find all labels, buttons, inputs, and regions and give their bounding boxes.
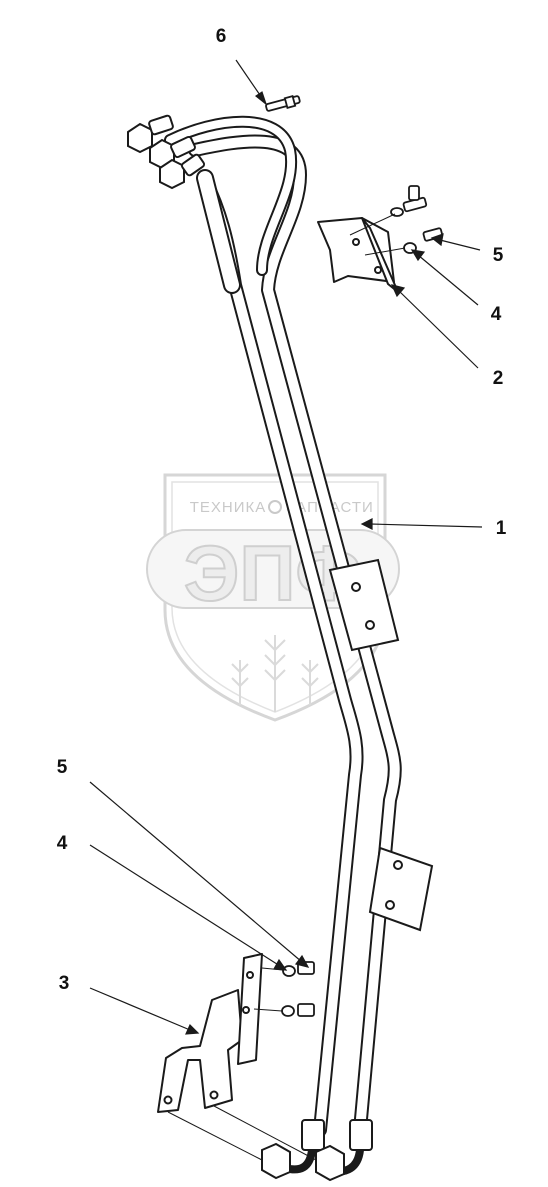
callout-5-upper: 5 [493,245,504,266]
callout-4-upper: 4 [491,304,502,325]
callout-2: 2 [493,368,504,389]
callout-5-lower: 5 [57,757,68,778]
upper-fasteners [390,185,444,254]
leader-5b-arrow [294,954,310,968]
mid-clamp-plate [328,558,400,652]
fitting-body-3 [180,153,206,177]
part-3-lower-bracket [157,953,263,1113]
lower-bracket-hole-3 [163,1095,173,1105]
bottom-ferrule-2 [349,1119,373,1151]
leader-4a [417,254,479,306]
lower-bracket-upright [237,953,263,1065]
lower-clamp [368,846,434,932]
fitting-nut-3 [159,158,185,190]
bottom-nut-2 [315,1144,345,1182]
callout-4-lower: 4 [57,833,68,854]
gear-icon [268,500,282,514]
lower-washer-1 [282,965,296,977]
top-fittings [127,114,206,190]
tube-a-fill [190,136,400,1135]
lower-fasteners [281,961,315,1017]
leader-4a-arrow [410,249,426,262]
bottom-fittings [261,1119,373,1182]
bracket-hole-2 [374,266,382,274]
leader-5a-arrow [430,233,444,247]
lower-washer-2 [281,1005,295,1017]
lower-bracket-body [157,989,243,1113]
leader-1-arrow [360,518,373,530]
leader-3-arrow [185,1023,200,1035]
lower-bolt-2 [297,1003,315,1017]
leader-6 [235,59,263,99]
bottom-nut-1 [261,1142,291,1180]
bracket-hole-1 [352,238,360,246]
leader-5b [89,781,303,963]
tube-top-loop-fill [166,117,296,274]
lower-bracket-hole-2 [242,1006,250,1014]
lower-bracket-hole-1 [246,971,254,979]
upper-bolt-head-1 [408,185,420,201]
part-6-hose-end [265,95,301,112]
mid-clamp-bolt-2 [365,620,375,630]
leader-1 [369,523,483,528]
bottom-ferrule-1 [301,1119,325,1151]
leader-6-arrow [254,91,268,106]
wheat-icon [231,635,319,712]
leader-lines [89,59,483,1035]
callout-1: 1 [496,518,507,539]
leader-4b-arrow [273,958,288,971]
leader-4b [89,844,281,967]
lower-clamp-bolt-2 [385,900,395,910]
hose-end-nut [283,95,297,109]
callout-6: 6 [216,26,227,47]
lower-clamp-plate [368,846,434,932]
leader-2 [397,289,479,369]
lower-bracket-hole-4 [209,1090,219,1100]
fitting-body-2 [170,135,196,159]
mid-clamp [328,558,400,652]
hydraulic-tubes [164,115,402,1137]
fitting-body-1 [148,114,174,136]
lower-clamp-bolt-1 [393,860,403,870]
leader-2-arrow [390,284,406,298]
watermark-left-text: ТЕХНИКА [190,499,267,516]
leader-3 [89,987,191,1031]
part-2-upper-bracket [317,217,399,293]
hose-sleeve-fill [198,171,239,292]
mid-clamp-bolt-1 [351,582,361,592]
assembly-guides [167,213,406,1161]
bracket-plate [317,217,395,283]
fitting-nut-1 [127,122,153,154]
callout-3: 3 [59,973,70,994]
leader-5a [439,239,481,251]
